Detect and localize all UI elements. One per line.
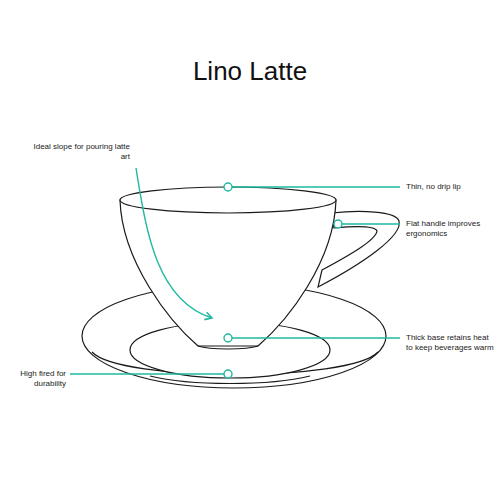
- leader-line: [232, 337, 400, 338]
- cup-base: [198, 346, 258, 349]
- cup-body: [120, 200, 336, 346]
- slope-arrow: [136, 168, 212, 318]
- callout-dot: [224, 370, 232, 378]
- callout-dot: [224, 183, 232, 191]
- callout-label: Ideal slope for pouring latte art: [30, 142, 130, 162]
- title: Lino Latte: [193, 56, 307, 87]
- leader-line: [342, 223, 400, 224]
- leader-line: [70, 373, 224, 374]
- callout-label: High fired for durability: [4, 369, 66, 389]
- callout-dot: [334, 220, 342, 228]
- callout-label: Thick base retains heat to keep beverage…: [406, 333, 496, 353]
- callout-dot: [224, 334, 232, 342]
- callout-label: Flat handle improves ergonomics: [406, 219, 496, 239]
- callout-label: Thin, no drip lip: [406, 182, 496, 192]
- leader-line: [232, 186, 400, 187]
